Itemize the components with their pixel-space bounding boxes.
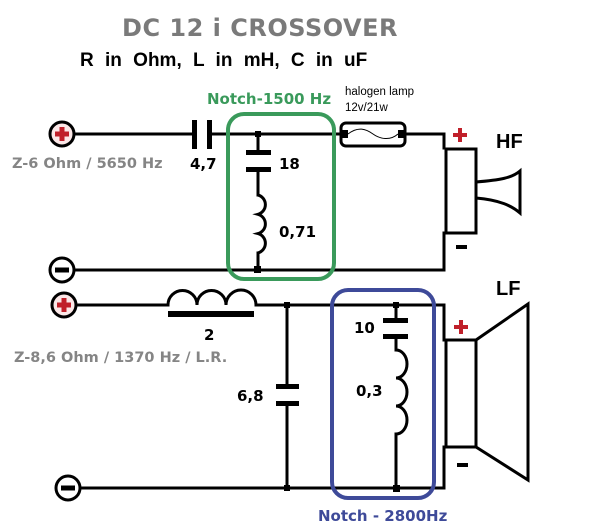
hf-series-capacitor [192, 120, 212, 149]
lf-impedance-label: Z-8,6 Ohm / 1370 Hz / L.R. [14, 350, 228, 366]
lf-notch-capacitor [383, 318, 408, 339]
hf-impedance-label: Z-6 Ohm / 5650 Hz [12, 156, 163, 172]
lf-notch-dot-bottom [393, 485, 400, 492]
hf-notch-box [226, 112, 336, 281]
lf-driver-label: LF [496, 278, 521, 300]
diagram-title: DC 12 i CROSSOVER [122, 14, 398, 42]
hf-notch-inductor-value: 0,71 [279, 223, 317, 241]
lamp-label-line2: 12v/21w [345, 102, 388, 114]
lf-notch-inductor-value: 0,3 [356, 382, 383, 400]
lf-junction-dot-top [284, 302, 290, 308]
lamp-label-line1: halogen lamp [345, 86, 415, 98]
lf-shunt-capacitor-value: 6,8 [237, 387, 264, 405]
hf-minus-mark [456, 245, 467, 249]
lamp-label: halogen lamp 12v/21w [345, 84, 414, 116]
hf-notch-inductor [252, 193, 267, 255]
hf-junction-dot-bottom [254, 266, 261, 273]
lf-plus-mark [454, 320, 468, 334]
halogen-lamp [339, 121, 407, 148]
hf-horn-driver [444, 147, 522, 235]
lf-notch-dot-top [393, 302, 399, 308]
hf-driver-label: HF [496, 131, 523, 153]
hf-plus-mark [453, 128, 467, 142]
lf-minus-mark [457, 463, 468, 467]
lf-notch-box [330, 288, 436, 500]
hf-junction-dot-top [255, 131, 261, 137]
lf-shunt-capacitor [276, 384, 299, 406]
lf-junction-dot-bottom [284, 485, 290, 491]
lf-notch-label: Notch - 2800Hz [318, 507, 448, 525]
lf-series-inductor [166, 288, 258, 317]
lf-cone-driver [444, 301, 530, 483]
hf-notch-label: Notch-1500 Hz [207, 90, 332, 108]
hf-notch-capacitor [246, 150, 271, 172]
hf-plus-terminal [48, 120, 76, 148]
lf-notch-capacitor-value: 10 [354, 319, 375, 337]
lf-notch-inductor [395, 348, 409, 436]
lf-series-inductor-value: 2 [204, 326, 215, 344]
hf-series-capacitor-value: 4,7 [190, 155, 217, 173]
lf-minus-terminal [54, 474, 82, 502]
hf-notch-capacitor-value: 18 [279, 155, 300, 173]
hf-minus-terminal [48, 256, 76, 284]
lf-plus-terminal [50, 291, 78, 319]
units-note: R in Ohm, L in mH, C in uF [80, 50, 368, 71]
